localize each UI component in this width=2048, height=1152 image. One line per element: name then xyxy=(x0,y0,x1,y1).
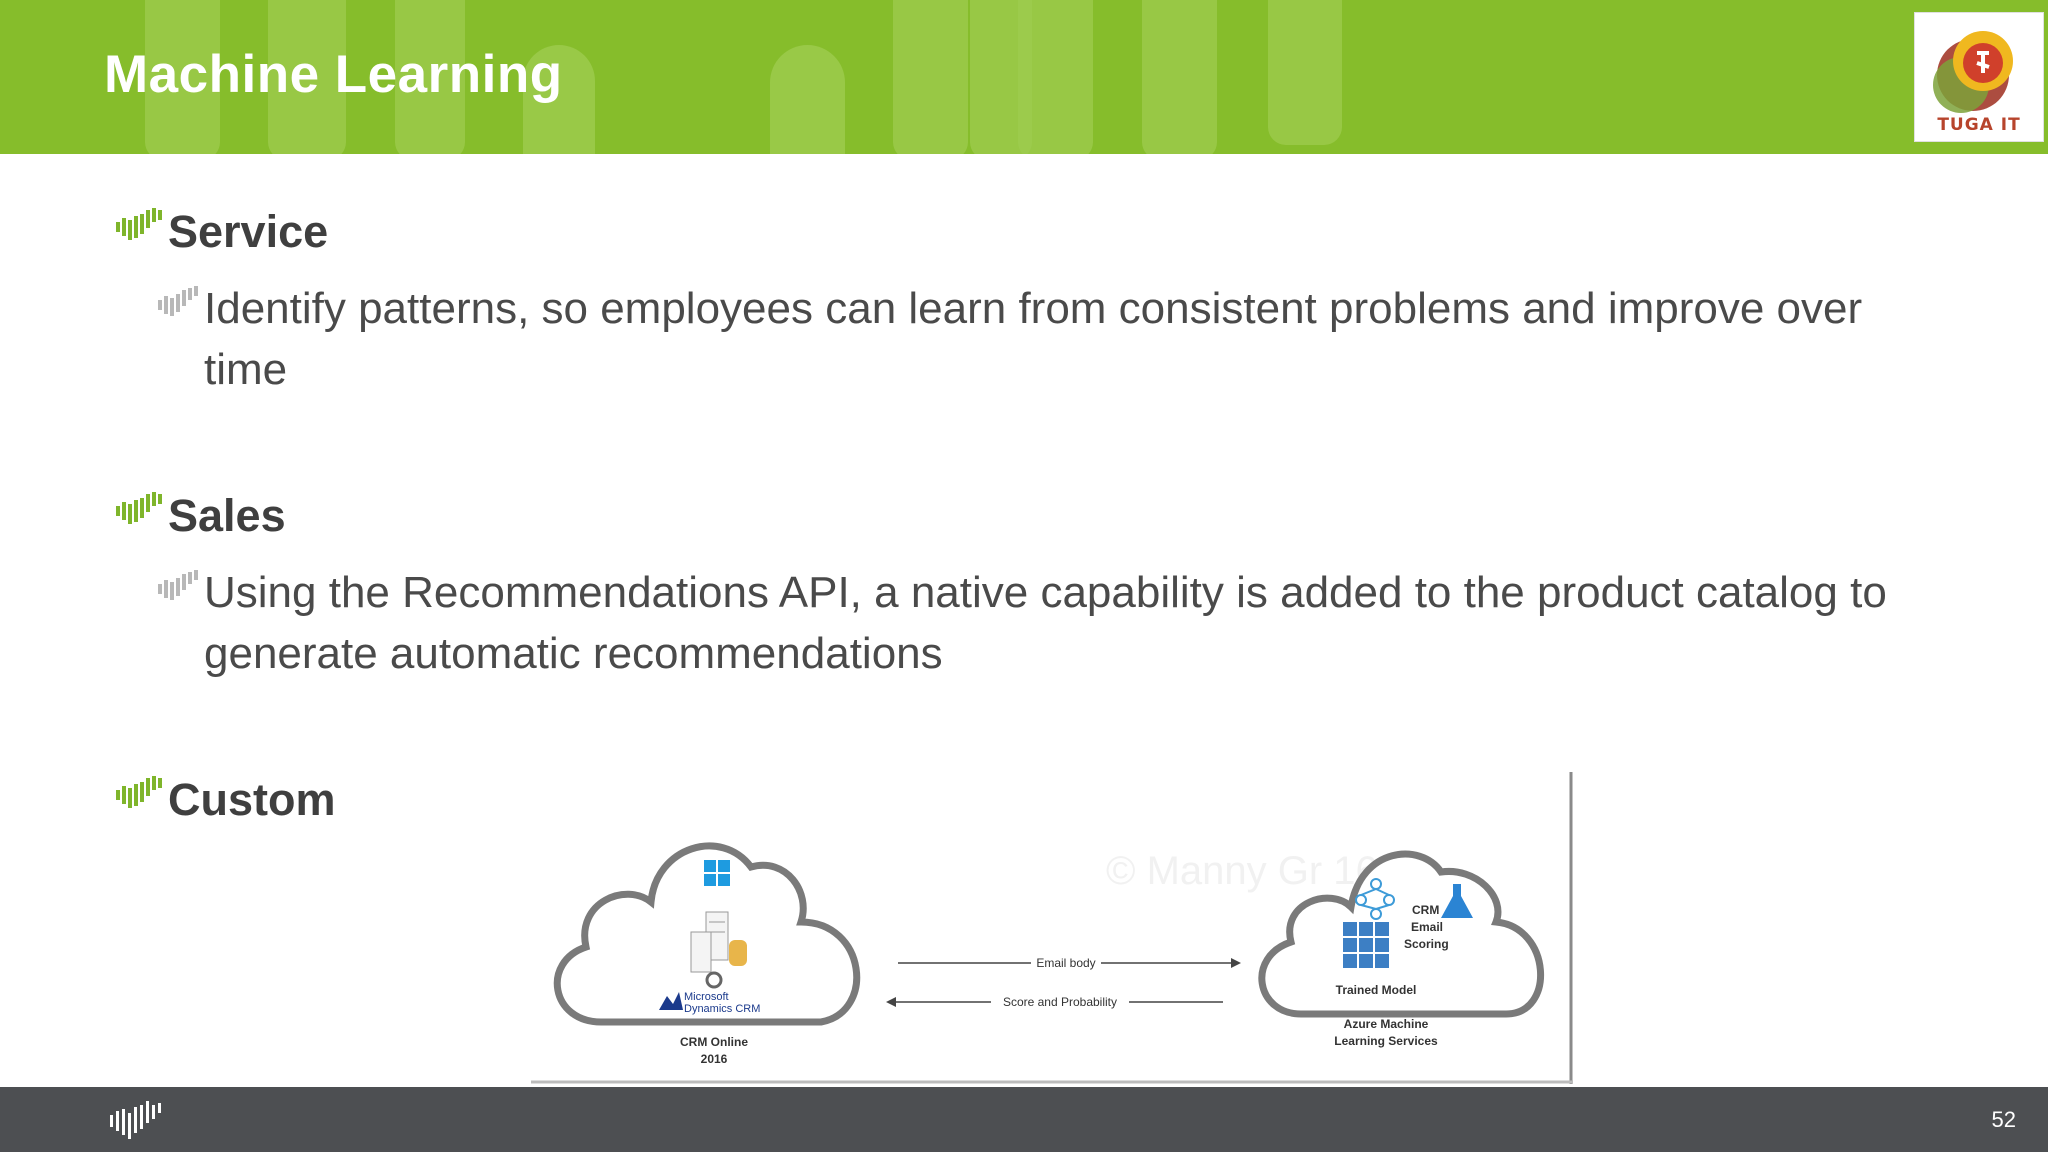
arrow-bottom-label: Score and Probability xyxy=(1003,995,1117,1009)
label-line2: Email xyxy=(1411,920,1443,934)
flask-icon xyxy=(1441,884,1473,918)
product-line1: Microsoft xyxy=(684,991,729,1003)
sub-bullet-service: Identify patterns, so employees can lear… xyxy=(158,278,1898,400)
right-cloud-icon xyxy=(1258,850,1544,1018)
signal-bars-icon-grey xyxy=(158,570,198,600)
windows-icon xyxy=(704,860,730,886)
slide-footer: 52 xyxy=(0,1087,2048,1152)
slide-header: Machine Learning TUGA IT xyxy=(0,0,2048,154)
signal-bars-icon xyxy=(116,208,162,240)
signal-bars-icon xyxy=(116,776,162,808)
signal-bars-logo-icon xyxy=(110,1101,161,1139)
caption-line1: CRM Online xyxy=(680,1035,748,1049)
neural-network-icon xyxy=(1355,878,1395,920)
logo-text: TUGA IT xyxy=(1937,115,2021,135)
slide-title: Machine Learning xyxy=(104,45,563,104)
trained-model-cube-icon xyxy=(1343,922,1389,968)
bullet-heading: Service xyxy=(168,206,329,257)
signal-bars-icon-grey xyxy=(158,286,198,316)
bullet-custom: Custom xyxy=(116,774,336,826)
sub-bullet-text: Using the Recommendations API, a native … xyxy=(204,568,1887,678)
label-line1: CRM xyxy=(1412,903,1439,917)
caption-line1: Azure Machine xyxy=(1344,1017,1429,1031)
bullet-service: Service xyxy=(116,206,328,258)
sub-bullet-sales: Using the Recommendations API, a native … xyxy=(158,562,1898,684)
signal-bars-icon xyxy=(116,492,162,524)
page-number: 52 xyxy=(1991,1107,2016,1132)
bullet-heading: Custom xyxy=(168,774,336,825)
label-line3: Scoring xyxy=(1404,937,1449,951)
dynamics-logo-icon xyxy=(659,992,683,1010)
tuga-it-logo: TUGA IT xyxy=(1914,12,2044,142)
caption-line2: Learning Services xyxy=(1334,1034,1438,1048)
sub-bullet-text: Identify patterns, so employees can lear… xyxy=(204,284,1863,394)
caption-line2: 2016 xyxy=(701,1052,728,1066)
database-icon xyxy=(729,940,747,966)
server-icon xyxy=(690,911,729,973)
watermark-text: © Manny Gr 16 xyxy=(1106,849,1378,893)
bullet-heading: Sales xyxy=(168,490,286,541)
bullet-sales: Sales xyxy=(116,490,286,542)
trained-model-label: Trained Model xyxy=(1336,983,1417,997)
crm-azure-ml-diagram: © Manny Gr 16 Microsoft Dynamics CRM CRM… xyxy=(531,772,1574,1084)
gear-icon xyxy=(705,971,723,989)
arrow-top-label: Email body xyxy=(1036,956,1095,970)
product-line2: Dynamics CRM xyxy=(684,1003,760,1015)
tuga-it-logo-icon xyxy=(1933,31,2013,113)
